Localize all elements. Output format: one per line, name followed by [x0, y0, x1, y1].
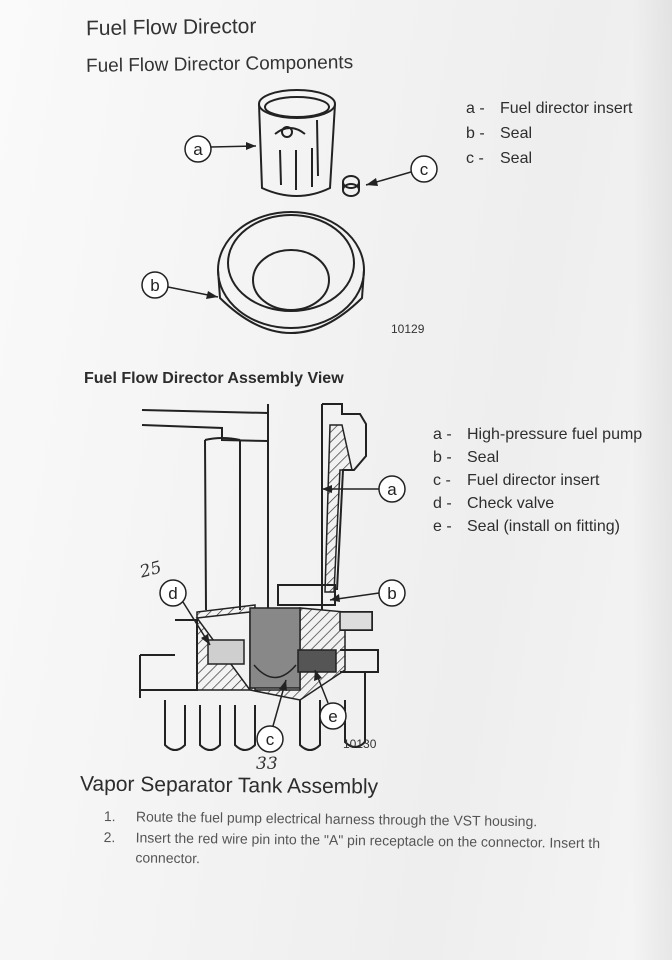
page-shadow [632, 0, 672, 960]
page-title: Fuel Flow Director [85, 14, 257, 41]
fuel-director-insert-drawing [258, 89, 336, 197]
svg-text:c: c [420, 160, 429, 179]
insert-drawing [249, 607, 301, 689]
legend-item: e -Seal (install on fitting) [433, 518, 620, 535]
pump-housing-drawing [139, 403, 379, 751]
legend-item: b -Seal [466, 125, 533, 142]
legend-item: c -Seal [466, 150, 533, 167]
figure-number-10130: 10130 [343, 737, 377, 751]
legend-item: d -Check valve [433, 495, 555, 512]
components-heading: Fuel Flow Director Components [85, 52, 354, 77]
vst-steps: 1.Route the fuel pump electrical harness… [103, 808, 601, 875]
legend-item: b -Seal [433, 449, 500, 466]
callout-d: d [159, 579, 211, 646]
large-seal-drawing [217, 211, 365, 334]
figure-number-10129: 10129 [391, 322, 425, 336]
svg-text:a: a [387, 480, 397, 499]
assembly-figure: a b c d e [139, 403, 406, 753]
handwritten-note-33: 33 [256, 754, 278, 774]
svg-text:c: c [266, 730, 275, 749]
legend-item: a -Fuel director insert [466, 100, 633, 117]
callout-c: c [365, 155, 438, 186]
vst-heading: Vapor Separator Tank Assembly [79, 772, 379, 799]
components-figure: a b c [141, 89, 438, 334]
hatched-wall-right [324, 424, 353, 593]
components-legend: a -Fuel director insert b -Seal c -Seal [466, 100, 633, 175]
callout-a: a [322, 475, 406, 503]
fitting-drawing [297, 649, 337, 673]
callout-c: c [256, 679, 287, 753]
svg-text:b: b [150, 276, 159, 295]
callout-a: a [184, 135, 257, 163]
svg-text:b: b [387, 584, 396, 603]
legend-item: a -High-pressure fuel pump [433, 426, 643, 443]
assembly-legend: a -High-pressure fuel pump b -Seal c -Fu… [433, 426, 642, 541]
svg-text:d: d [168, 584, 177, 603]
assembly-heading: Fuel Flow Director Assembly View [84, 370, 344, 387]
svg-text:e: e [328, 707, 337, 726]
callout-b: b [329, 579, 406, 607]
legend-item: c -Fuel director insert [433, 472, 600, 489]
callout-e: e [314, 669, 347, 730]
small-seal-drawing [342, 175, 360, 197]
svg-text:a: a [193, 140, 203, 159]
check-valve-drawing [207, 639, 245, 665]
callout-b: b [141, 271, 219, 299]
